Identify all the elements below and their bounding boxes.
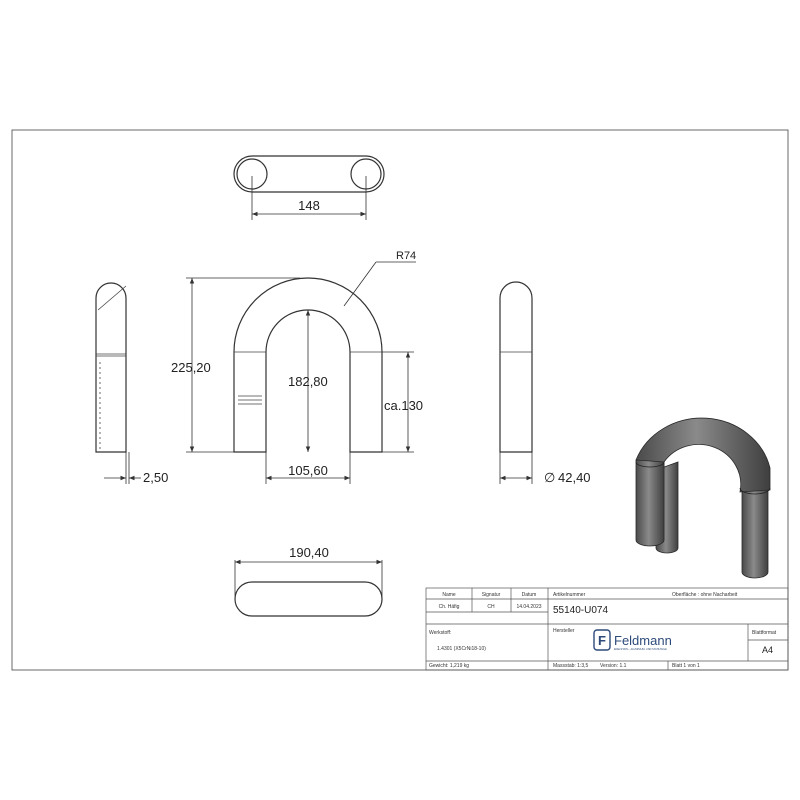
tb-version: Version: 1.1 (600, 663, 627, 669)
dim-inner-height: 182,80 (288, 374, 328, 389)
tb-massstab: Massstab: 1:3,5 (553, 663, 589, 669)
drawing-frame (11, 129, 789, 671)
tb-datum-value: 14.04.2023 (516, 604, 541, 610)
dim-inner-width: 105,60 (288, 463, 328, 478)
dim-outer-width: 190,40 (289, 545, 329, 560)
title-block: Name Signatur Datum Artikelnummer Oberfl… (425, 587, 789, 671)
tb-col-name: Name (442, 592, 456, 598)
side-view-left: 2,50 (95, 282, 168, 485)
tb-oberflaeche: Oberfläche : ohne Nacharbeit (672, 592, 738, 598)
tb-blattformat-label: Blattformat (752, 630, 777, 636)
top-view: 148 (233, 155, 385, 220)
tb-werkstoff-value: 1.4301 (X5CrNi18-10) (437, 646, 486, 652)
logo-sub: EDELSTAHL-, ALUMINIUM- UND STAHLTEILE (614, 648, 667, 651)
tb-article-number: 55140-U074 (553, 605, 608, 616)
front-view: R74 225,20 182,80 ca.130 105,60 (171, 250, 423, 484)
side-view-right: ∅ 42,40 (499, 281, 591, 485)
tb-werkstoff-label: Werkstoff: (429, 630, 451, 636)
dim-leg-length: ca.130 (384, 398, 423, 413)
tb-col-datum: Datum (522, 592, 537, 598)
bottom-view: 190,40 (234, 545, 383, 617)
dim-total-height: 225,20 (171, 360, 211, 375)
dim-radius: R74 (396, 250, 416, 262)
tb-signatur-value: CH (487, 604, 495, 610)
tb-name-value: Ch. Häfig (439, 604, 460, 610)
dim-diameter: 42,40 (558, 470, 591, 485)
tb-gewicht: Gewicht: 1,219 kg (429, 663, 469, 669)
logo-text: Feldmann (614, 633, 672, 648)
tb-blatt: Blatt 1 von 1 (672, 663, 700, 669)
logo-letter: F (598, 633, 606, 648)
tb-col-signatur: Signatur (482, 592, 501, 598)
tb-hersteller-label: Hersteller (553, 628, 575, 634)
diameter-symbol: ∅ (544, 470, 555, 485)
dim-top-width: 148 (298, 198, 320, 213)
tb-col-artikel: Artikelnummer (553, 592, 586, 598)
dim-wall-thickness: 2,50 (143, 470, 168, 485)
logo-mark (593, 629, 611, 651)
tb-blattformat-value: A4 (762, 645, 773, 655)
isometric-render (635, 417, 771, 579)
